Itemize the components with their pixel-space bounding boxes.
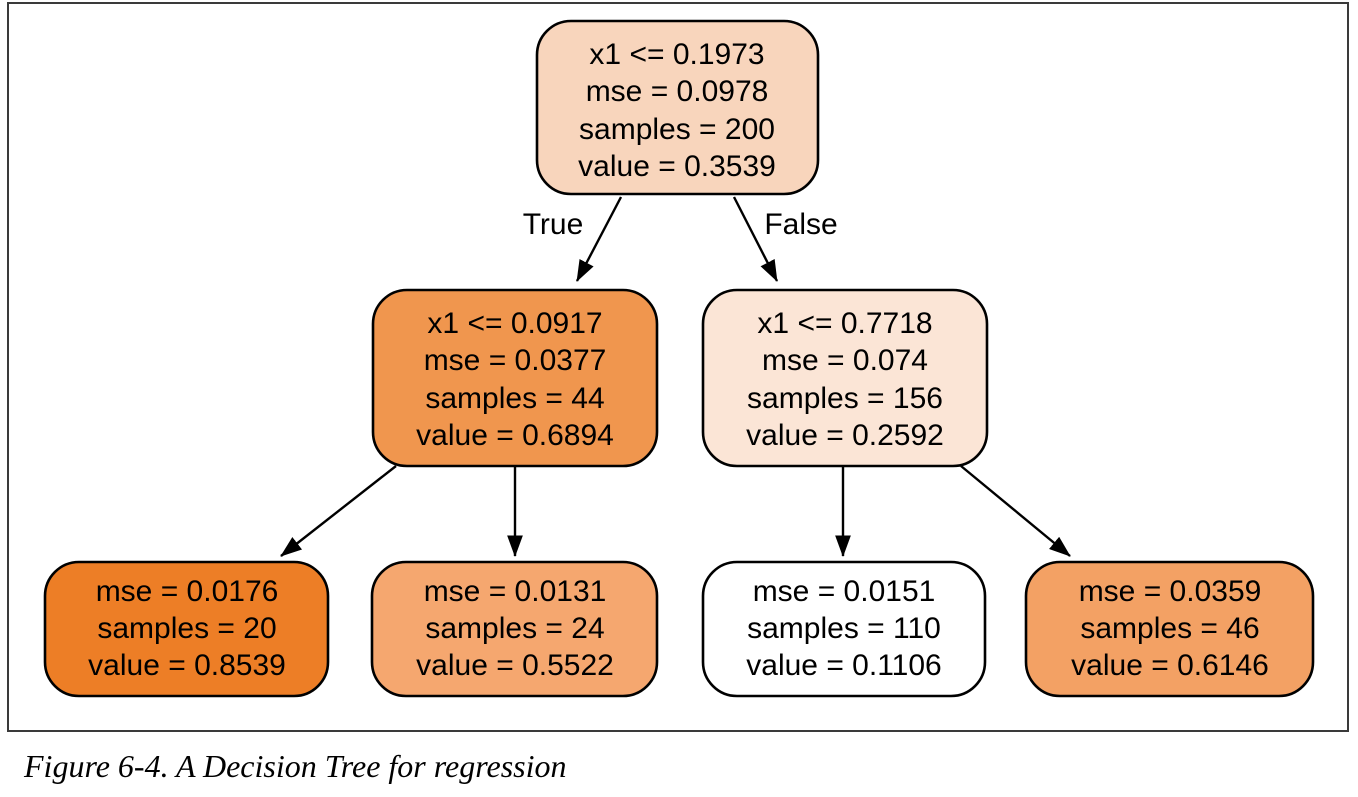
tree-node-leaf-2: mse = 0.0131 samples = 24 value = 0.5522	[370, 560, 659, 698]
node-box	[371, 288, 659, 468]
node-box	[535, 19, 820, 196]
node-mse: mse = 0.0131	[424, 575, 607, 608]
node-samples: samples = 46	[1080, 612, 1259, 645]
node-box	[701, 560, 987, 698]
node-mse: mse = 0.0377	[424, 344, 607, 377]
edge-label-false: False	[764, 208, 837, 241]
node-samples: samples = 44	[425, 382, 604, 415]
node-box	[43, 560, 330, 698]
node-mse: mse = 0.0176	[96, 575, 279, 608]
node-samples: samples = 110	[747, 612, 941, 645]
tree-node-leaf-4: mse = 0.0359 samples = 46 value = 0.6146	[1024, 560, 1315, 698]
node-mse: mse = 0.074	[762, 344, 928, 377]
node-value: value = 0.6146	[1071, 649, 1269, 682]
node-value: value = 0.5522	[416, 649, 614, 682]
edge-right-child-to-leaf-4	[960, 465, 1071, 557]
tree-node-leaf-1: mse = 0.0176 samples = 20 value = 0.8539	[43, 560, 330, 698]
node-condition: x1 <= 0.1973	[589, 38, 764, 71]
node-box	[370, 560, 659, 698]
figure-caption: Figure 6-4. A Decision Tree for regressi…	[24, 748, 567, 784]
node-value: value = 0.2592	[746, 419, 944, 452]
node-condition: x1 <= 0.7718	[757, 307, 932, 340]
node-box	[701, 288, 989, 468]
tree-node-right-child: x1 <= 0.7718 mse = 0.074 samples = 156 v…	[701, 288, 989, 468]
edge-root-to-right-child	[732, 196, 779, 282]
decision-tree-diagram: True False x1 <= 0.1973 mse = 0.0978 sam…	[7, 2, 1349, 732]
node-mse: mse = 0.0978	[586, 75, 769, 108]
tree-node-leaf-3: mse = 0.0151 samples = 110 value = 0.110…	[701, 560, 987, 698]
node-value: value = 0.1106	[746, 649, 941, 682]
node-samples: samples = 156	[747, 382, 943, 415]
edge-label-true: True	[523, 208, 584, 241]
node-condition: x1 <= 0.0917	[427, 307, 602, 340]
node-samples: samples = 20	[97, 612, 276, 645]
node-value: value = 0.3539	[578, 150, 776, 183]
edge-root-to-left-child	[575, 196, 623, 282]
tree-node-left-child: x1 <= 0.0917 mse = 0.0377 samples = 44 v…	[371, 288, 659, 468]
node-value: value = 0.6894	[416, 419, 614, 452]
edge-left-child-to-leaf-1	[280, 465, 397, 557]
node-box	[1024, 560, 1315, 698]
tree-node-root: x1 <= 0.1973 mse = 0.0978 samples = 200 …	[535, 19, 820, 196]
node-mse: mse = 0.0151	[753, 575, 936, 608]
node-value: value = 0.8539	[88, 649, 286, 682]
node-mse: mse = 0.0359	[1079, 575, 1262, 608]
node-samples: samples = 200	[579, 113, 775, 146]
tree-edges	[280, 196, 1071, 557]
node-samples: samples = 24	[425, 612, 604, 645]
